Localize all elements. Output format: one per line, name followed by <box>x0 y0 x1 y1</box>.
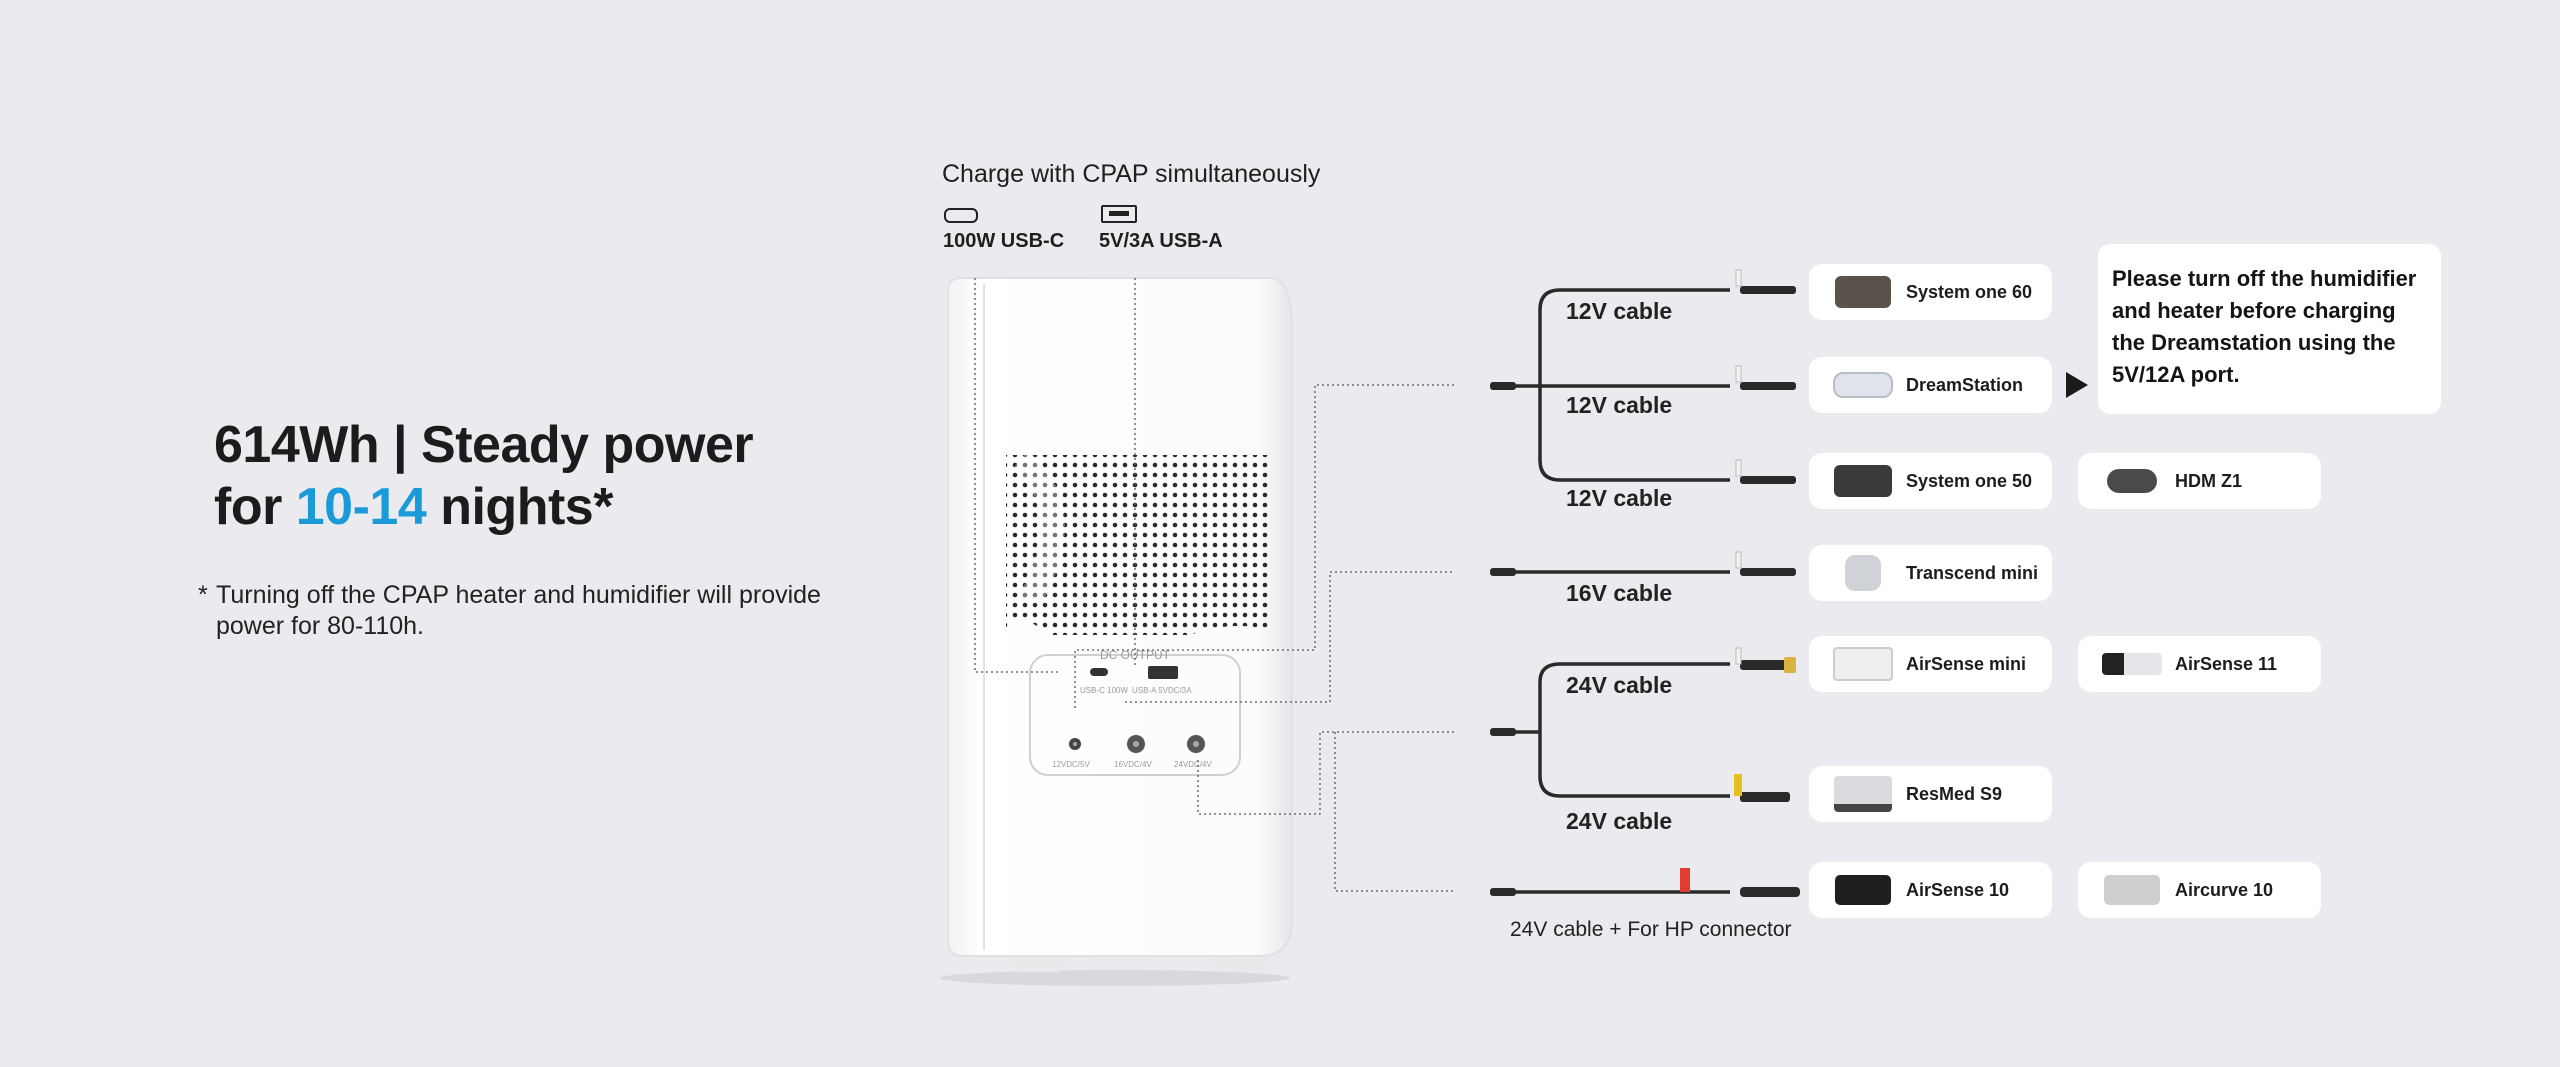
cable-label-12v-2: 12V cable <box>1566 392 1673 418</box>
cpap-device-icon <box>1833 872 1893 908</box>
usb-a-label: 5V/3A USB-A <box>1099 230 1223 252</box>
usbc-port-label: USB-C 100W <box>1080 686 1128 695</box>
device-name: Transcend mini <box>1906 562 2039 583</box>
cpap-device-icon <box>1833 367 1893 403</box>
device-name: DreamStation <box>1906 374 2024 395</box>
cpap-device-icon <box>1833 555 1893 591</box>
cable-label-24v-2: 24V cable <box>1566 808 1673 834</box>
footnote-star: * <box>198 581 208 609</box>
cable-label-24v-1: 24V cable <box>1566 672 1673 698</box>
port-12v-label: 12VDC/5V <box>1052 760 1090 769</box>
device-name: AirSense mini <box>1906 653 2027 674</box>
device-card-system-one-50: System one 50 <box>1809 453 2052 509</box>
device-card-resmed-s9: ResMed S9 <box>1809 766 2052 822</box>
cable-label-24v-hp: 24V cable + For HP connector <box>1510 918 1792 941</box>
charge-title: Charge with CPAP simultaneously <box>942 160 1321 188</box>
footnote: * Turning off the CPAP heater and humidi… <box>198 580 856 642</box>
port-16v-label: 16VDC/4V <box>1114 760 1152 769</box>
device-name: System one 50 <box>1906 470 2033 491</box>
device-name: AirSense 11 <box>2175 653 2278 674</box>
headline: 614Wh | Steady power for 10-14 nights* <box>214 414 754 538</box>
device-name: HDM Z1 <box>2175 470 2242 491</box>
cpap-device-icon <box>2102 646 2162 682</box>
device-card-hdm-z1: HDM Z1 <box>2078 453 2321 509</box>
headline-line2-prefix: for <box>214 478 296 536</box>
cpap-device-icon <box>1833 776 1893 812</box>
cable-label-12v-1: 12V cable <box>1566 298 1673 324</box>
cpap-device-icon <box>1833 646 1893 682</box>
device-name: System one 60 <box>1906 281 2033 302</box>
device-name: AirSense 10 <box>1906 879 2010 900</box>
usb-c-label: 100W USB-C <box>943 230 1065 252</box>
cpap-device-icon <box>1833 274 1893 310</box>
arrow-right-icon <box>2066 372 2088 398</box>
device-card-airsense-11: AirSense 11 <box>2078 636 2321 692</box>
cable-label-12v-3: 12V cable <box>1566 485 1673 511</box>
usba-port-label: USB-A 5VDC/3A <box>1132 686 1192 695</box>
cpap-device-icon <box>1833 463 1893 499</box>
cable-label-16v: 16V cable <box>1566 580 1673 606</box>
cpap-device-icon <box>2102 872 2162 908</box>
device-card-dreamstation: DreamStation <box>1809 357 2052 413</box>
usb-a-icon <box>1101 205 1137 223</box>
device-card-system-one-60: System one 60 <box>1809 264 2052 320</box>
device-name: ResMed S9 <box>1906 783 2003 804</box>
footnote-text: Turning off the CPAP heater and humidifi… <box>216 581 821 640</box>
port-24v-label: 24VDC/4V <box>1174 760 1212 769</box>
headline-line1: 614Wh | Steady power <box>214 416 754 474</box>
device-card-airsense-10: AirSense 10 <box>1809 862 2052 918</box>
usb-c-icon <box>944 208 978 223</box>
cpap-device-icon <box>2102 463 2162 499</box>
device-name: Aircurve 10 <box>2175 879 2274 900</box>
device-card-aircurve-10: Aircurve 10 <box>2078 862 2321 918</box>
dreamstation-note: Please turn off the humidifier and heate… <box>2098 244 2441 414</box>
device-card-airsense-mini: AirSense mini <box>1809 636 2052 692</box>
power-station-illustration: DC OUTPUT USB-C 100W USB-A 5VDC/3A 12VDC… <box>940 277 1293 986</box>
headline-line2-suffix: nights* <box>426 478 613 536</box>
headline-line2: for 10-14 nights* <box>214 476 753 538</box>
device-card-transcend-mini: Transcend mini <box>1809 545 2052 601</box>
headline-nights-range: 10-14 <box>295 478 427 536</box>
